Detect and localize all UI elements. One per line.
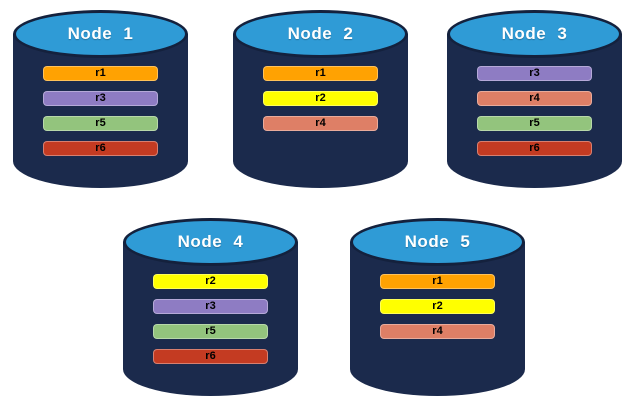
replica-list: r3 r4 r5 r6 [477, 66, 592, 156]
db-node-1: Node 1 r1 r3 r5 r6 [13, 10, 188, 188]
replica-bar-r6: r6 [477, 141, 592, 156]
replica-bar-r4: r4 [263, 116, 378, 131]
replica-bar-r5: r5 [477, 116, 592, 131]
cylinder-top: Node 5 [350, 218, 525, 266]
db-node-4: Node 4 r2 r3 r5 r6 [123, 218, 298, 396]
db-node-2: Node 2 r1 r2 r4 [233, 10, 408, 188]
replica-list: r2 r3 r5 r6 [153, 274, 268, 364]
replica-bar-r6: r6 [43, 141, 158, 156]
replica-bar-r5: r5 [43, 116, 158, 131]
replica-list: r1 r2 r4 [263, 66, 378, 131]
cylinder-top: Node 3 [447, 10, 622, 58]
replica-bar-r5: r5 [153, 324, 268, 339]
replica-bar-r2: r2 [153, 274, 268, 289]
node-title: Node 3 [501, 24, 568, 43]
cylinder-body [350, 242, 525, 396]
replica-bar-r6: r6 [153, 349, 268, 364]
cylinder-body [233, 34, 408, 188]
cylinder-top: Node 4 [123, 218, 298, 266]
replica-bar-r3: r3 [43, 91, 158, 106]
node-title: Node 4 [177, 232, 244, 251]
db-node-5: Node 5 r1 r2 r4 [350, 218, 525, 396]
cylinder-top: Node 2 [233, 10, 408, 58]
replica-list: r1 r2 r4 [380, 274, 495, 339]
node-title: Node 2 [287, 24, 354, 43]
replica-bar-r2: r2 [263, 91, 378, 106]
cylinder-top: Node 1 [13, 10, 188, 58]
replica-bar-r4: r4 [380, 324, 495, 339]
cylinder-body [13, 34, 188, 188]
replica-bar-r3: r3 [153, 299, 268, 314]
db-node-3: Node 3 r3 r4 r5 r6 [447, 10, 622, 188]
cylinder-body [123, 242, 298, 396]
replica-list: r1 r3 r5 r6 [43, 66, 158, 156]
node-title: Node 1 [67, 24, 134, 43]
replica-bar-r1: r1 [43, 66, 158, 81]
node-title: Node 5 [404, 232, 471, 251]
cylinder-body [447, 34, 622, 188]
replica-bar-r3: r3 [477, 66, 592, 81]
replica-bar-r2: r2 [380, 299, 495, 314]
replica-bar-r1: r1 [380, 274, 495, 289]
replica-bar-r1: r1 [263, 66, 378, 81]
replica-bar-r4: r4 [477, 91, 592, 106]
